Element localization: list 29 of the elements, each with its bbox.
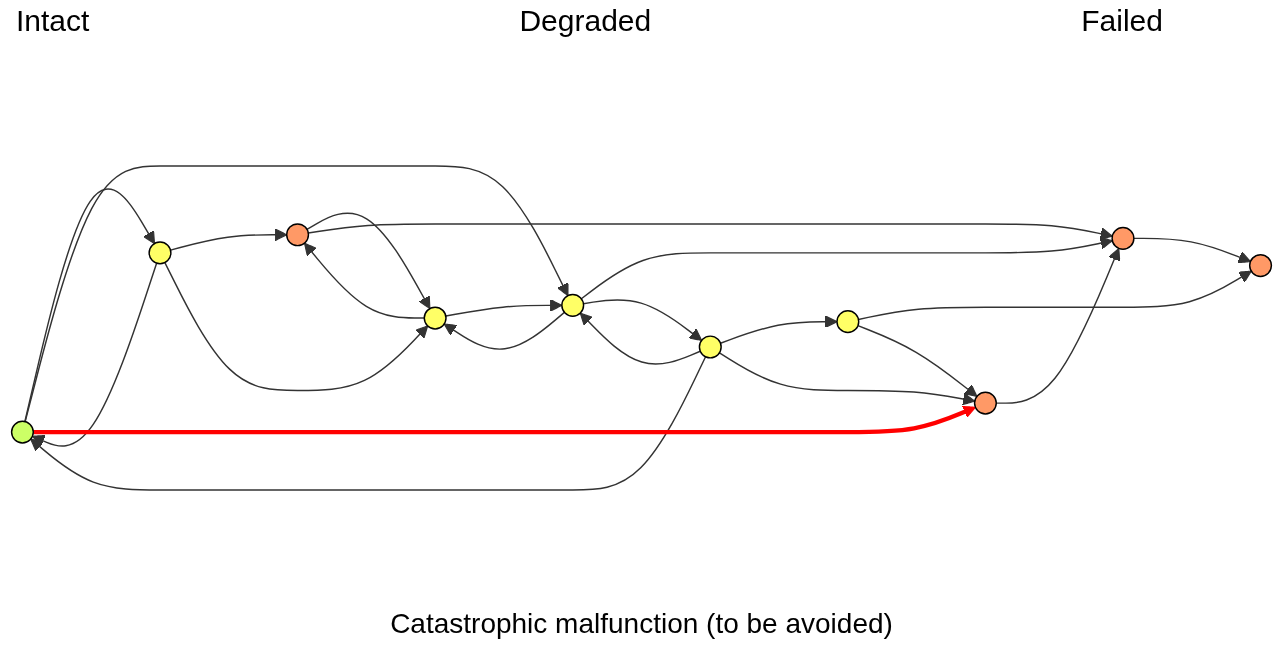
arrow (857, 324, 978, 397)
arrow (306, 212, 431, 310)
arrow (30, 356, 707, 491)
arrow (24, 165, 569, 423)
arrow (443, 311, 566, 350)
state-circle (286, 223, 310, 247)
note: Catastrophic malfunction (to be avoided) (390, 608, 893, 640)
arrow (719, 315, 838, 344)
column-heading: Intact (16, 4, 90, 39)
arrow (579, 312, 701, 365)
arrow (718, 352, 976, 406)
column-heading: Failed (1081, 4, 1163, 39)
state-circle (973, 391, 997, 415)
state-circle (1111, 226, 1135, 250)
arrow (164, 261, 429, 392)
arrow (580, 236, 1113, 300)
state-circle (423, 306, 447, 330)
state-circle (148, 241, 172, 265)
state-circle (10, 420, 35, 444)
arrow (1133, 237, 1252, 264)
arrow (33, 405, 976, 435)
state-circle (836, 310, 860, 334)
arrow (24, 188, 156, 423)
state-circle (561, 293, 585, 317)
arrow (31, 262, 158, 447)
column-heading: Degraded (519, 4, 652, 39)
state-circle (698, 335, 722, 359)
state-circle (1248, 253, 1273, 278)
arrow (303, 242, 425, 319)
